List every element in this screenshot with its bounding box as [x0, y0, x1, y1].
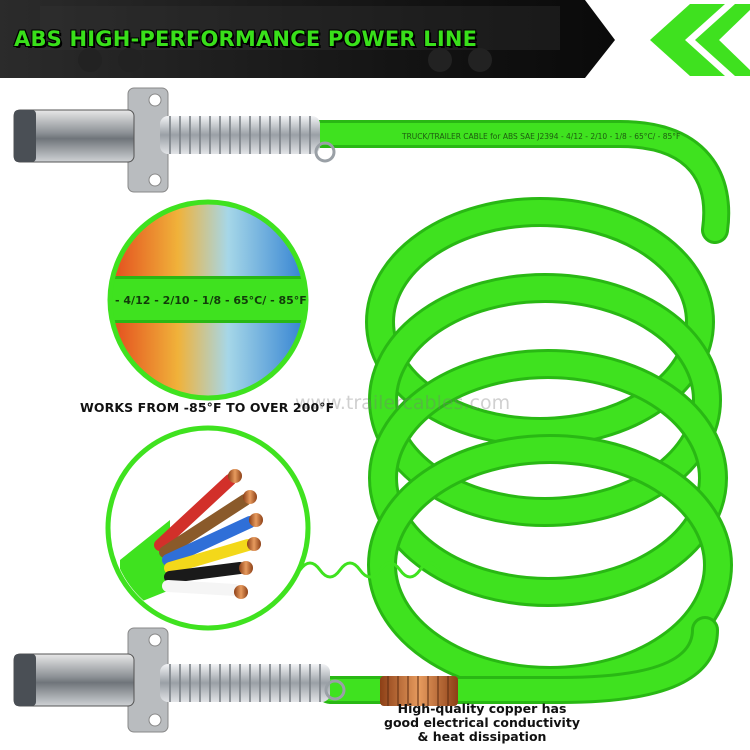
spiral-connector-line [298, 561, 442, 579]
copper-section [380, 676, 458, 706]
wire-inset [105, 425, 311, 631]
temperature-spec-text: - 4/12 - 2/10 - 1/8 - 65°C/ - 85°F [115, 294, 307, 307]
temperature-caption: WORKS FROM -85°F TO OVER 200°F [80, 400, 335, 415]
cable-coil [296, 120, 733, 704]
banner-background [0, 0, 750, 78]
top-banner: ABS HIGH-PERFORMANCE POWER LINE [0, 0, 750, 80]
copper-caption: High-quality copper has good electrical … [372, 702, 592, 744]
copper-caption-line: High-quality copper has [397, 701, 567, 716]
watermark: www.trailercables.com [295, 392, 511, 414]
temperature-inset: - 4/12 - 2/10 - 1/8 - 65°C/ - 85°F [107, 199, 309, 401]
cable-print-text: TRUCK/TRAILER CABLE for ABS SAE J2394 - … [401, 132, 680, 141]
top-plug-connector [13, 87, 336, 193]
copper-caption-line: & heat dissipation [417, 729, 547, 744]
bottom-plug-connector [13, 627, 346, 733]
chevron-left-icon [650, 4, 750, 76]
banner-title: ABS HIGH-PERFORMANCE POWER LINE [14, 27, 478, 51]
copper-caption-line: good electrical conductivity [384, 715, 580, 730]
